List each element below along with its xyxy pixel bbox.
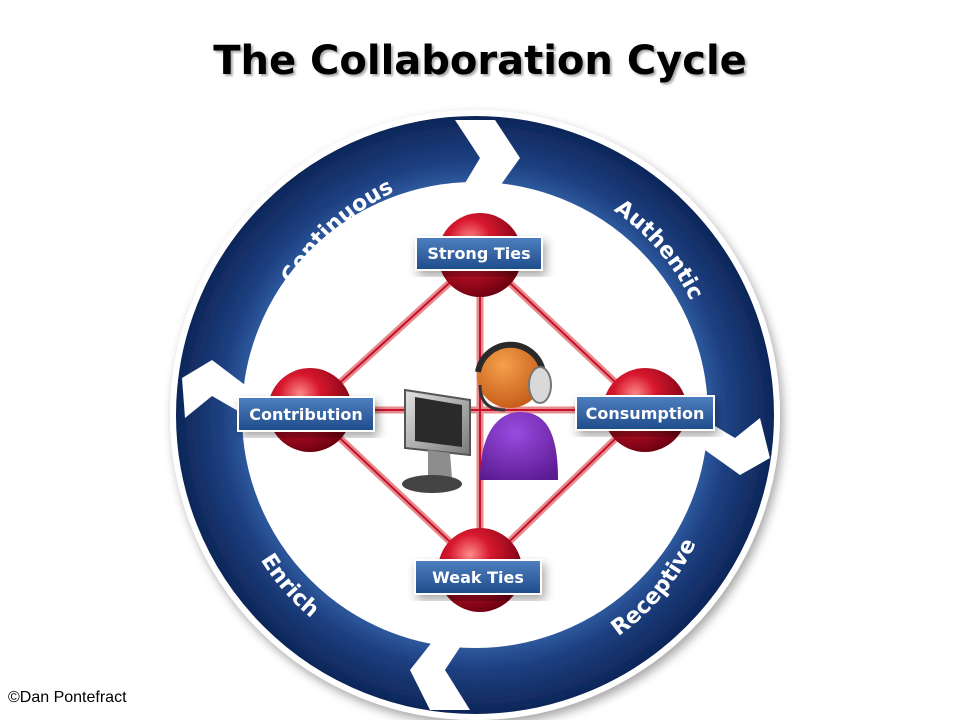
svg-text:Weak Ties: Weak Ties (432, 568, 524, 587)
svg-text:Strong Ties: Strong Ties (427, 244, 530, 263)
node-label-consumption: Consumption (575, 395, 715, 431)
page-title: The Collaboration Cycle (213, 38, 747, 84)
node-label-strong-ties: Strong Ties (415, 236, 543, 271)
ring-inner-area (250, 190, 700, 640)
person-headset-icon (475, 341, 558, 480)
ring-separators (182, 120, 770, 710)
copyright-credit: ©Dan Pontefract (8, 689, 127, 706)
svg-text:Contribution: Contribution (249, 405, 363, 424)
svg-text:Consumption: Consumption (586, 404, 705, 423)
node-label-contribution: Contribution (237, 396, 375, 432)
computer-monitor-icon (402, 388, 471, 493)
node-label-weak-ties: Weak Ties (414, 559, 542, 595)
